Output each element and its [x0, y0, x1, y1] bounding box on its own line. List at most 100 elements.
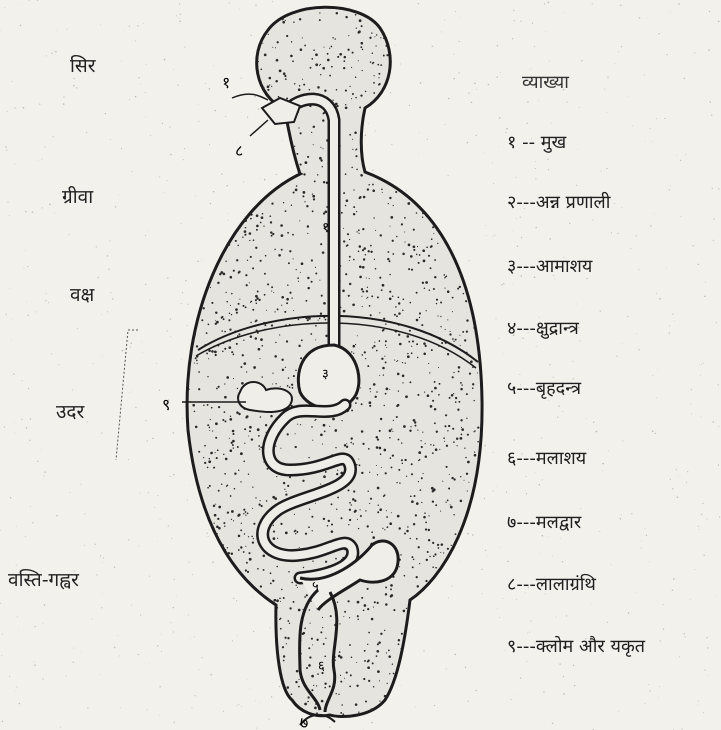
- stipple-dot: [479, 112, 481, 114]
- stipple-dot: [313, 685, 314, 686]
- stipple-dot: [442, 481, 443, 482]
- stipple-dot: [219, 235, 221, 237]
- stipple-dot: [435, 37, 437, 39]
- stipple-dot: [433, 444, 434, 445]
- stipple-dot: [482, 669, 483, 670]
- stipple-dot: [404, 27, 405, 28]
- stipple-dot: [445, 167, 448, 170]
- stipple-dot: [183, 476, 185, 478]
- stipple-dot: [472, 581, 474, 583]
- stipple-dot: [252, 309, 254, 311]
- stipple-dot: [229, 418, 232, 421]
- stipple-dot: [188, 514, 189, 515]
- stipple-dot: [315, 267, 316, 268]
- stipple-dot: [386, 128, 388, 130]
- stipple-dot: [379, 375, 380, 376]
- stipple-dot: [340, 675, 341, 676]
- stipple-dot: [386, 170, 388, 172]
- stipple-dot: [393, 703, 395, 705]
- stipple-dot: [394, 18, 396, 20]
- stipple-dot: [360, 509, 361, 510]
- stipple-dot: [419, 254, 421, 256]
- stipple-dot: [440, 590, 442, 592]
- stipple-dot: [225, 625, 227, 627]
- stipple-dot: [269, 215, 271, 217]
- stipple-dot: [248, 435, 249, 436]
- stipple-dot: [228, 703, 229, 704]
- stipple-dot: [428, 130, 431, 133]
- stipple-dot: [360, 46, 362, 48]
- stipple-dot: [396, 105, 397, 106]
- stipple-dot: [256, 149, 258, 151]
- stipple-dot: [289, 250, 291, 252]
- stipple-dot: [384, 494, 386, 496]
- stipple-dot: [299, 220, 300, 221]
- stipple-dot: [372, 347, 374, 349]
- stipple-dot: [221, 330, 222, 331]
- stipple-dot: [422, 632, 424, 634]
- stipple-dot: [349, 283, 351, 285]
- stipple-dot: [303, 84, 305, 86]
- stipple-dot: [294, 83, 296, 85]
- stipple-dot: [389, 291, 391, 293]
- stipple-dot: [397, 373, 400, 376]
- stipple-dot: [247, 118, 248, 119]
- stipple-dot: [215, 590, 217, 592]
- stipple-dot: [233, 58, 235, 60]
- stipple-dot: [389, 429, 392, 432]
- stipple-dot: [409, 192, 410, 193]
- stipple-dot: [203, 525, 205, 527]
- stipple-dot: [252, 541, 254, 543]
- stipple-dot: [181, 575, 183, 577]
- stipple-dot: [268, 685, 270, 687]
- stipple-dot: [459, 105, 461, 107]
- stipple-dot: [298, 319, 300, 321]
- stipple-dot: [440, 654, 443, 657]
- stipple-dot: [364, 604, 367, 607]
- stipple-dot: [219, 41, 221, 43]
- stipple-dot: [443, 135, 446, 138]
- stipple-dot: [261, 193, 262, 194]
- stipple-dot: [382, 192, 383, 193]
- stipple-dot: [224, 106, 226, 108]
- stipple-dot: [191, 521, 193, 523]
- stipple-dot: [212, 430, 213, 431]
- stipple-dot: [250, 302, 251, 303]
- stipple-dot: [183, 639, 185, 641]
- stipple-dot: [233, 520, 234, 521]
- stipple-dot: [228, 666, 230, 668]
- stipple-dot: [434, 387, 437, 390]
- stipple-dot: [259, 358, 260, 359]
- stipple-dot: [433, 555, 435, 557]
- stipple-dot: [346, 672, 348, 674]
- stipple-dot: [204, 14, 206, 16]
- stipple-dot: [468, 231, 470, 233]
- stipple-dot: [396, 148, 399, 151]
- legend-item-3: ३---आमाशय: [507, 254, 592, 278]
- stipple-dot: [485, 345, 488, 348]
- stipple-dot: [425, 33, 427, 35]
- stipple-dot: [198, 253, 201, 256]
- stipple-dot: [279, 334, 280, 335]
- stipple-dot: [241, 382, 244, 385]
- stipple-dot: [461, 613, 464, 616]
- stipple-dot: [385, 323, 386, 324]
- stipple-dot: [353, 490, 355, 492]
- stipple-dot: [428, 515, 429, 516]
- stipple-dot: [215, 323, 217, 325]
- stipple-dot: [320, 64, 321, 65]
- stipple-dot: [420, 142, 422, 144]
- stipple-dot: [449, 86, 450, 87]
- stipple-dot: [312, 530, 313, 531]
- stipple-dot: [484, 152, 486, 154]
- stipple-dot: [214, 35, 217, 38]
- stipple-dot: [343, 310, 346, 313]
- stipple-dot: [447, 548, 449, 550]
- stipple-dot: [283, 482, 285, 484]
- stipple-dot: [251, 438, 253, 440]
- stipple-dot: [409, 660, 410, 661]
- stipple-dot: [261, 345, 263, 347]
- stipple-dot: [312, 195, 315, 198]
- stipple-dot: [371, 32, 372, 33]
- stipple-dot: [231, 40, 232, 41]
